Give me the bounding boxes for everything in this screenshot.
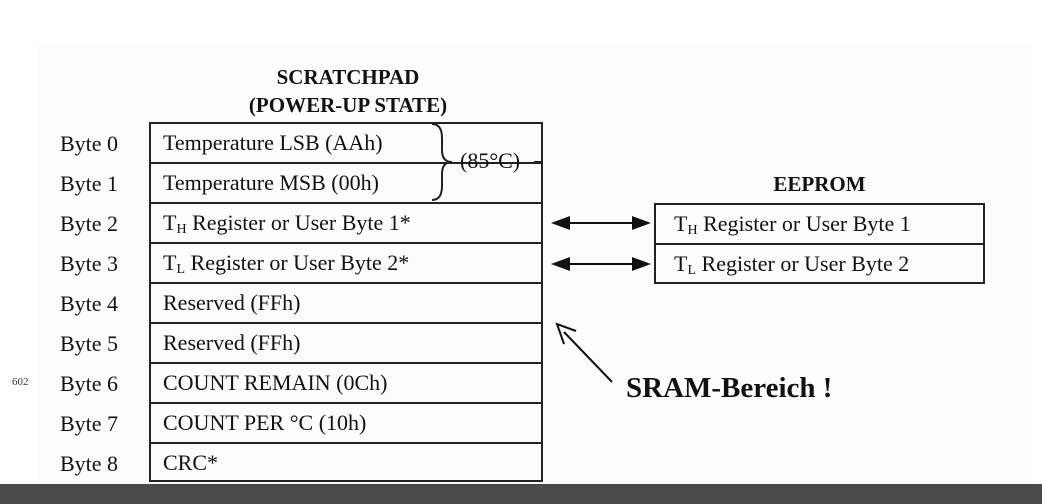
scratchpad-row-3: TL Register or User Byte 2* — [151, 242, 541, 282]
row-text-rest: Register or User Byte 1* — [186, 210, 411, 235]
byte-label-7: Byte 7 — [60, 411, 119, 436]
scratchpad-row-0: Temperature LSB (AAh) — [151, 124, 541, 164]
sram-pointer-arrow — [555, 322, 613, 383]
byte-label-0: Byte 0 — [60, 131, 119, 156]
row-text: Temperature MSB (00h) — [163, 170, 379, 195]
row-text-rest: Register or User Byte 2* — [185, 250, 410, 275]
byte-label-5: Byte 5 — [60, 331, 119, 356]
row-text: Reserved (FFh) — [163, 330, 301, 355]
eeprom-table: TH Register or User Byte 1 TL Register o… — [654, 203, 985, 284]
row-subscript: L — [176, 262, 186, 277]
byte-label-4: Byte 4 — [60, 291, 119, 316]
eeprom-title: EEPROM — [773, 172, 866, 196]
scratchpad-title: SCRATCHPAD (POWER-UP STATE) — [149, 63, 547, 119]
temperature-note: (85°C) — [460, 148, 521, 173]
eeprom-row-tl: TL Register or User Byte 2 — [656, 243, 983, 283]
scratchpad-row-4: Reserved (FFh) — [151, 282, 541, 322]
byte-label-1: Byte 1 — [60, 171, 119, 196]
row-text: T — [163, 250, 177, 275]
row-text-rest: Register or User Byte 2 — [696, 251, 910, 276]
row-text: COUNT PER °C (10h) — [163, 410, 367, 435]
curly-brace — [431, 123, 453, 201]
scratchpad-row-7: COUNT PER °C (10h) — [151, 402, 541, 442]
row-text: COUNT REMAIN (0Ch) — [163, 370, 388, 395]
eeprom-row-th: TH Register or User Byte 1 — [656, 205, 983, 245]
scratchpad-title-line2: (POWER-UP STATE) — [248, 93, 448, 117]
row-subscript: H — [687, 223, 698, 238]
scratchpad-row-6: COUNT REMAIN (0Ch) — [151, 362, 541, 402]
bottom-bar — [0, 484, 1042, 504]
row-text: T — [163, 210, 177, 235]
diagram-background — [38, 44, 1032, 504]
row-subscript: L — [687, 263, 697, 278]
scratchpad-row-5: Reserved (FFh) — [151, 322, 541, 362]
byte-label-8: Byte 8 — [60, 451, 119, 476]
byte-label-6: Byte 6 — [60, 371, 119, 396]
byte-label-2: Byte 2 — [60, 211, 119, 236]
scratchpad-row-2: TH Register or User Byte 1* — [151, 202, 541, 242]
row-text: T — [674, 251, 688, 276]
page-number: 602 — [12, 376, 29, 388]
byte-label-3: Byte 3 — [60, 251, 119, 276]
row-text: T — [674, 211, 688, 236]
scratchpad-title-line1: SCRATCHPAD — [276, 65, 420, 89]
row-text: Temperature LSB (AAh) — [163, 130, 383, 155]
scratchpad-row-1: Temperature MSB (00h) — [151, 162, 541, 202]
sram-label: SRAM-Bereich ! — [626, 372, 833, 404]
scratchpad-row-8: CRC* — [151, 442, 541, 482]
row-text-rest: Register or User Byte 1 — [697, 211, 911, 236]
bidirectional-arrow-th — [551, 216, 651, 230]
row-text: Reserved (FFh) — [163, 290, 301, 315]
row-text: CRC* — [163, 450, 219, 475]
bidirectional-arrow-tl — [551, 257, 651, 271]
row-subscript: H — [176, 222, 187, 237]
scratchpad-table: Temperature LSB (AAh) Temperature MSB (0… — [149, 122, 543, 482]
